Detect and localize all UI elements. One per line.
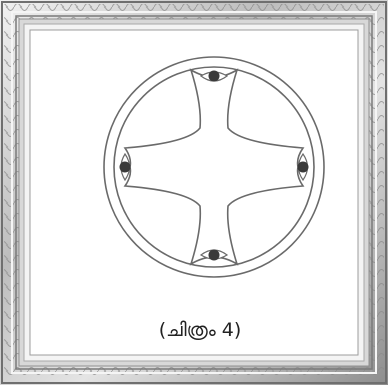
figure-caption: (ചിത്രം 4) xyxy=(159,319,242,341)
